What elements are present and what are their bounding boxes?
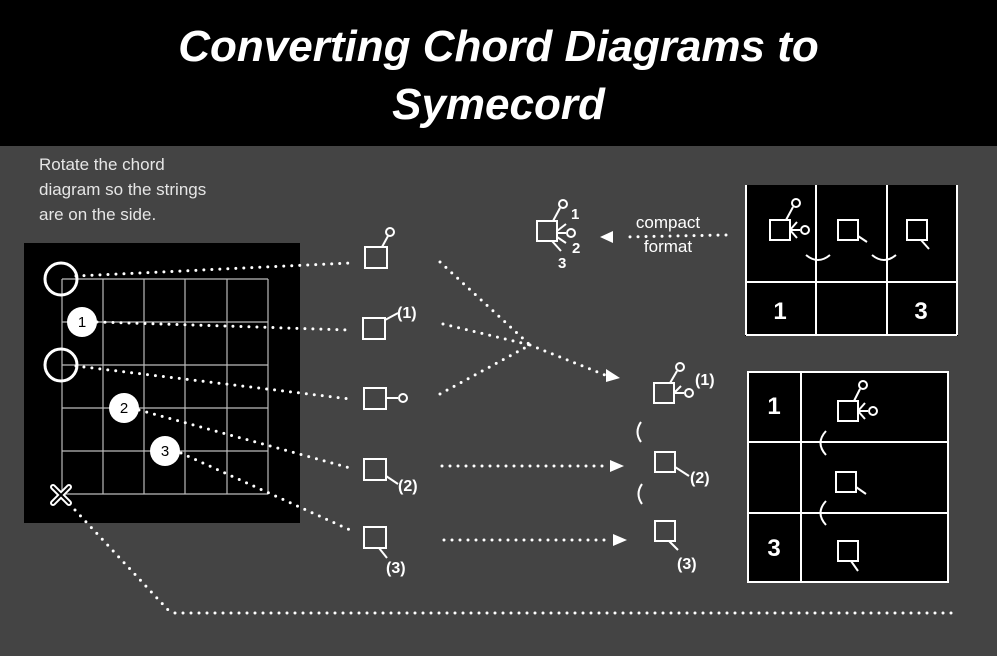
- table-top-slur-1: [805, 254, 831, 261]
- compact-label-line-2: format: [644, 237, 692, 256]
- merged-symbol-top: [653, 362, 694, 404]
- arrow-head-merge: [606, 369, 620, 382]
- table-top: 1 3: [745, 185, 958, 336]
- merge-arrows: [438, 233, 728, 542]
- table-right-symbol-1: [837, 380, 878, 422]
- instruction-line-2: diagram so the strings: [39, 180, 207, 199]
- slur-2: [637, 483, 643, 505]
- string-connectors: [73, 261, 957, 615]
- finger-number-2: 2: [120, 400, 128, 417]
- chord-diagram-background: [24, 243, 300, 523]
- compact-number-2: 2: [572, 240, 580, 257]
- merged-label-2: (2): [690, 470, 710, 487]
- symbol-open-string: [364, 227, 395, 269]
- merged-symbol-bottom: [654, 520, 679, 551]
- table-right-slur-1: [819, 430, 827, 456]
- symbol-label-1: (1): [397, 305, 417, 322]
- finger-dot-2: 2: [109, 393, 139, 423]
- table-right-background: [747, 371, 949, 583]
- table-right: 1 3: [747, 371, 949, 583]
- merged-label-1: (1): [695, 372, 715, 389]
- finger-dot-3: 3: [150, 436, 180, 466]
- table-right-symbol-2: [835, 471, 867, 495]
- table-top-symbol-2: [837, 219, 868, 243]
- page-title: Converting Chord Diagrams to Symecord: [0, 18, 997, 134]
- title-bar: [0, 0, 997, 146]
- finger-dot-1: 1: [67, 307, 97, 337]
- open-string-marker-1: [43, 261, 79, 297]
- arrow-heads: [600, 231, 627, 546]
- symbol-label-3: (3): [386, 560, 406, 577]
- compact-label-line-1: compact: [636, 213, 701, 232]
- table-top-background: [745, 185, 958, 336]
- table-right-row-1: 1: [767, 393, 780, 420]
- merged-symbol-middle: [654, 451, 690, 477]
- instruction-line-1: Rotate the chord: [39, 155, 165, 174]
- arrow-head-compact: [600, 231, 613, 243]
- fretboard-grid: [61, 278, 269, 495]
- table-right-slur-2: [819, 500, 827, 526]
- symbol-label-2: (2): [398, 478, 418, 495]
- merged-label-3: (3): [677, 556, 697, 573]
- table-right-symbol-3: [837, 540, 859, 572]
- compact-number-1: 1: [571, 206, 579, 223]
- finger-number-3: 3: [161, 443, 169, 460]
- arrow-head-2: [610, 460, 624, 472]
- title-line-1: Converting Chord Diagrams to: [178, 22, 819, 71]
- table-top-symbol-3: [906, 219, 930, 250]
- slur-1: [636, 421, 642, 443]
- compact-number-3: 3: [558, 255, 566, 272]
- table-top-cell-1: 1: [773, 298, 786, 325]
- compact-symbol: [536, 199, 576, 252]
- instruction-text: Rotate the chord diagram so the strings …: [39, 152, 206, 227]
- finger-number-1: 1: [78, 314, 86, 331]
- symbol-open-side: [363, 387, 408, 410]
- table-top-cell-3: 3: [914, 298, 927, 325]
- symbol-finger-3: [363, 526, 388, 559]
- title-line-2: Symecord: [392, 80, 605, 129]
- merged-symbols: [636, 362, 694, 551]
- table-top-slur-2: [871, 254, 897, 261]
- symbol-finger-2: [363, 458, 399, 485]
- table-top-symbol-1: [769, 198, 810, 241]
- arrow-head-3: [613, 534, 627, 546]
- symbol-column: [362, 227, 408, 559]
- symbol-finger-1: [362, 312, 399, 340]
- chord-diagram: 1 2 3: [24, 243, 300, 523]
- instruction-line-3: are on the side.: [39, 205, 157, 224]
- table-right-row-3: 3: [767, 535, 780, 562]
